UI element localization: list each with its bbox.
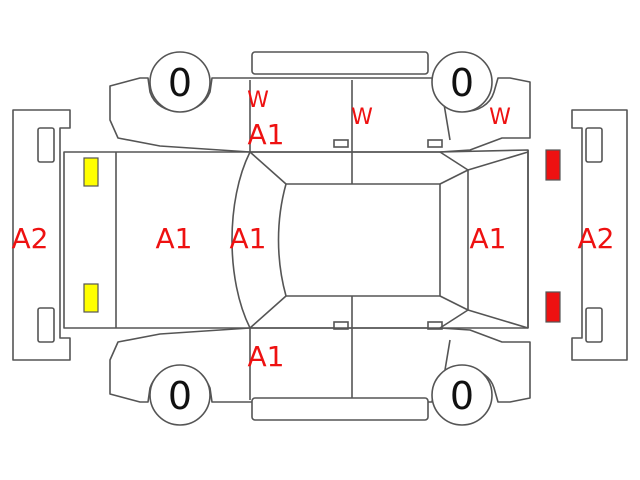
mark-windshield: A1	[230, 222, 267, 255]
tire-rear-left-label: 0	[450, 61, 474, 105]
body-top-view	[63, 149, 529, 329]
mark-rear-bumper: A2	[578, 222, 615, 255]
front-lamp-right	[83, 283, 99, 313]
tire-front-left-label: 0	[168, 61, 192, 105]
tire-rear-left: 0	[431, 51, 493, 113]
rear-bumper	[571, 109, 628, 361]
tire-front-right-label: 0	[168, 374, 192, 418]
mark-top-front-fender: A1	[248, 118, 285, 151]
mark-hood: A1	[156, 222, 193, 255]
rear-lamps	[545, 149, 561, 323]
rear-lamp-right	[545, 291, 561, 323]
front-lamps	[83, 157, 99, 313]
rear-lamp-left	[545, 149, 561, 181]
tire-front-right: 0	[149, 364, 211, 426]
top-rocker-panel	[251, 51, 429, 75]
mark-top-rear-door: W	[351, 105, 373, 130]
bottom-rocker-panel	[251, 397, 429, 421]
front-bumper	[12, 109, 71, 361]
mark-bottom-front-fender: A1	[248, 340, 285, 373]
mark-top-front-pillar: W	[247, 88, 269, 113]
front-lamp-left	[83, 157, 99, 187]
tire-rear-right-label: 0	[450, 374, 474, 418]
tire-front-left: 0	[149, 51, 211, 113]
mark-top-rear-quarter: W	[489, 105, 511, 130]
mark-front-bumper: A2	[12, 222, 49, 255]
mark-trunk: A1	[470, 222, 507, 255]
tire-rear-right: 0	[431, 364, 493, 426]
